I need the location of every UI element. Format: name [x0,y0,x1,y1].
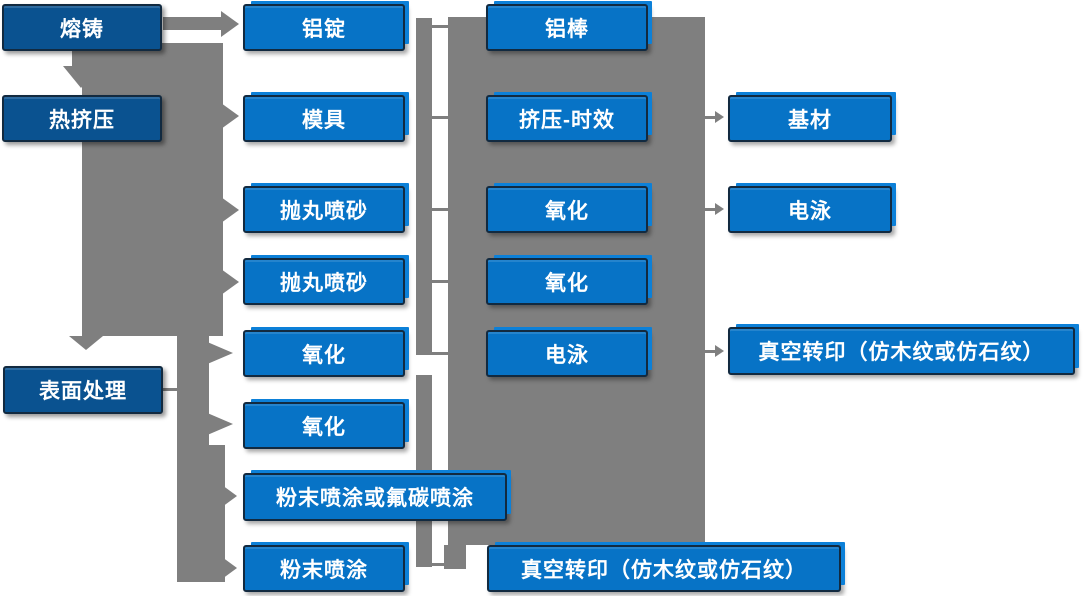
connector-to-vacuum-transfer-line [705,350,715,353]
connector-surface-bar-wide [177,445,225,582]
arrowhead-down-melt-to-extrude [63,66,99,91]
node-hot-extrusion: 热挤压 [2,95,162,142]
arrowhead-right-to-vacuum-transfer [715,345,727,357]
arrowhead-right-to-shotblast-2 [221,269,242,295]
arrowhead-right-to-powder [222,557,240,579]
node-oxidation-4: 氧化 [486,258,648,305]
arrowhead-right-to-electrophoresis [715,203,727,215]
node-powder-coating: 粉末喷涂 [243,545,405,592]
node-oxidation-3: 氧化 [486,186,648,233]
arrowhead-right-to-powder-fluorocarbon [222,485,240,507]
arrowhead-right-to-ingot [221,11,242,37]
node-vacuum-transfer-print-1: 真空转印（仿木纹或仿石纹） [487,545,841,592]
connector-surface-treatment-stub [163,388,177,391]
node-vacuum-transfer-print-2: 真空转印（仿木纹或仿石纹） [728,327,1075,375]
connector-mid-tick-row4 [432,280,448,283]
connector-mid-tick-row3 [432,208,448,211]
arrowhead-right-to-oxidation-2 [205,412,236,436]
node-powder-or-fluorocarbon-coating: 粉末喷涂或氟碳喷涂 [243,473,507,521]
node-electrophoresis-2: 电泳 [728,186,892,233]
arrowhead-right-to-mold [221,103,242,129]
connector-melt-to-ingot-band [163,17,221,30]
connector-column3-block-foot [444,545,466,569]
connector-to-electrophoresis-line [705,208,715,211]
node-aluminum-rod: 铝棒 [486,4,648,51]
arrowhead-right-to-substrate [715,111,727,123]
connector-mid-tick-row1 [432,25,448,28]
node-substrate: 基材 [728,95,892,142]
connector-mid-tick-row8 [432,563,448,566]
arrowhead-right-to-shotblast-1 [221,197,242,223]
connector-melt-to-extrude-shaft [72,48,90,68]
arrowhead-down-to-surface-treatment [69,336,103,353]
node-mold: 模具 [243,95,405,142]
node-melting-casting: 熔铸 [2,4,162,51]
connector-to-substrate-line [705,116,715,119]
connector-mid-bar-top [416,18,432,355]
node-oxidation-1: 氧化 [243,330,405,377]
node-extrusion-aging: 挤压-时效 [486,95,648,142]
node-aluminum-ingot: 铝锭 [243,4,405,51]
node-electrophoresis-1: 电泳 [486,330,648,377]
connector-mid-tick-row5 [432,352,448,355]
connector-left-mass [82,43,223,336]
node-surface-treatment: 表面处理 [3,366,163,414]
node-shot-blasting-1: 抛丸喷砂 [243,186,405,233]
connector-mid-bar-bottom [416,375,432,567]
node-shot-blasting-2: 抛丸喷砂 [243,258,405,305]
node-oxidation-2: 氧化 [243,402,405,449]
connector-mid-tick-row2 [432,116,448,119]
arrowhead-right-to-oxidation-1 [205,341,236,365]
